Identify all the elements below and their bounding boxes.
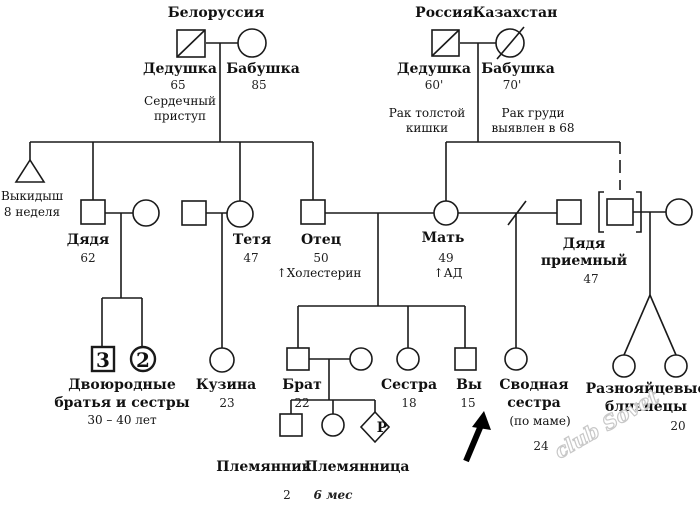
grandpa-left-label: Дедушка [143,61,217,77]
cousins-line1: Двоюродные [68,377,176,393]
nephew-age: 2 [283,488,291,502]
proband-arrow-shaft [463,421,485,463]
brother-wife-symbol [349,347,373,371]
half-sister-symbol [504,347,528,371]
deceased-mark-grandpa-left [176,29,206,58]
adopted-uncle-wife-symbol [665,198,693,226]
cousins-ages: 30 – 40 лет [87,413,157,427]
grandpa-right-label: Дедушка [397,61,471,77]
note-colon-line2: кишки [406,121,448,135]
note-heart-line2: приступ [154,109,206,123]
brother-label: Брат [282,377,322,393]
aunt-husband-symbol [181,200,207,226]
brother-symbol [286,347,310,371]
pedigree-labels: Белоруссия Россия Казахстан Дедушка 65 С… [1,5,700,502]
mother-symbol [433,200,459,226]
note-breast-line1: Рак груди [502,106,565,120]
adopted-uncle-age: 47 [583,272,598,286]
miscarriage-detail: 8 неделя [4,205,60,219]
you-age: 15 [460,396,475,410]
pedigree-symbols [14,26,693,463]
cousins-male-count: 3 [96,348,110,372]
twin-branch-left [623,294,651,356]
nephew-symbol [279,413,303,437]
adopted-uncle-line1: Дядя [563,236,605,252]
adoption-bracket-right [636,191,642,233]
grandma-left-age: 85 [251,78,266,92]
note-heart-line1: Сердечный [144,94,216,108]
niece-label: Племянница [305,459,410,475]
grandma-right-age: 70' [503,78,522,92]
cousins-female-count: 2 [136,348,150,372]
note-colon-line1: Рак толстой [389,106,466,120]
twins-line1: Разнояйцевые [586,380,700,397]
region-kazakhstan: Казахстан [473,5,558,21]
grandpa-left-age: 65 [170,78,185,92]
proband-arrow-head [472,411,491,430]
uncle-age: 62 [80,251,95,265]
father-age: 50 [313,251,328,265]
father-note: ↑Холестерин [277,266,362,280]
uncle-symbol [80,199,106,225]
uncle-wife-symbol [132,199,160,227]
cousins-male-symbol [90,345,116,373]
uncle-label: Дядя [67,232,109,248]
note-breast-line2: выявлен в 68 [491,121,574,135]
mother-age: 49 [438,251,453,265]
deceased-mark-grandpa-right [431,29,460,57]
cousin-female-label: Кузина [196,377,256,393]
niece-age: 6 мес [314,488,354,502]
sister-label: Сестра [381,377,437,393]
twin-branch-right [649,294,677,356]
grandma-left-symbol [237,28,267,58]
half-sister-line2: сестра [507,395,561,411]
adopted-uncle-symbol [606,198,634,226]
niece-symbol [321,413,345,437]
adopted-uncle-line2: приемный [541,252,627,269]
miscarriage-label: Выкидыш [1,189,63,203]
brother-age: 22 [294,396,309,410]
region-russia: Россия [415,5,473,21]
father-label: Отец [301,232,341,248]
deceased-mark-grandma-right [496,26,525,60]
miscarriage-symbol [14,158,46,183]
nephew-label: Племянник [216,459,312,475]
cousin-female-symbol [209,347,235,373]
cousin-female-age: 23 [219,396,234,410]
mother-first-husband-symbol [556,199,582,225]
sister-symbol [396,347,420,371]
twins-age: 20 [670,419,685,433]
you-symbol [454,347,477,371]
half-sister-line1: Сводная [499,377,568,393]
region-belarus: Белоруссия [168,5,265,21]
father-symbol [300,199,326,225]
twin-2-symbol [664,354,688,378]
aunt-label: Тетя [233,232,271,248]
aunt-age: 47 [243,251,258,265]
twin-1-symbol [612,354,636,378]
pregnancy-symbol [359,410,391,444]
sister-age: 18 [401,396,416,410]
twins-line2: близнецы [605,399,687,415]
mother-label: Мать [422,230,465,246]
grandma-left-label: Бабушка [226,61,300,77]
grandpa-right-age: 60' [425,78,444,92]
you-label: Вы [456,377,482,393]
cousins-line2: братья и сестры [54,395,189,411]
aunt-symbol [226,200,254,228]
half-sister-line3: (по маме) [509,414,570,428]
mother-note: ↑АД [434,266,463,280]
half-sister-age: 24 [533,439,549,453]
cousins-female-symbol [129,345,157,373]
pedigree-lines [29,42,677,414]
adoption-bracket-left [598,191,604,233]
grandma-right-label: Бабушка [481,61,555,77]
divorce-mark [507,200,527,226]
pregnancy-letter: P [377,420,388,436]
